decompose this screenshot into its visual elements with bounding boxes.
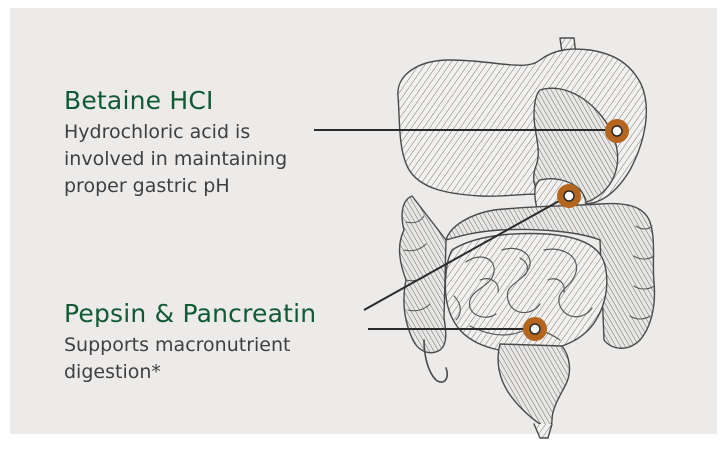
marker-small-intestine-icon bbox=[523, 317, 547, 341]
marker-stomach-icon bbox=[605, 119, 629, 143]
marker-duodenum-icon bbox=[557, 184, 581, 208]
rectum-shape bbox=[498, 344, 569, 427]
